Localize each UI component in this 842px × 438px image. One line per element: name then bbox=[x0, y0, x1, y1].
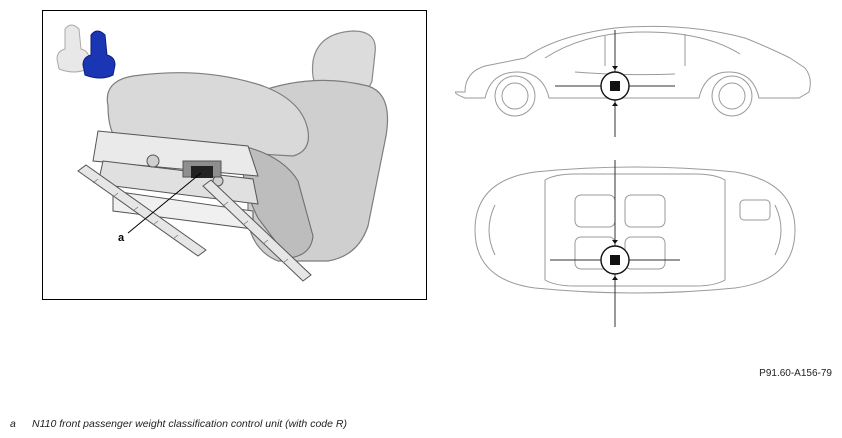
seat-rail-left bbox=[77, 164, 207, 257]
legend: a N110 front passenger weight classificat… bbox=[10, 418, 347, 430]
car-top-view bbox=[474, 160, 796, 327]
control-unit-n110 bbox=[191, 166, 213, 178]
car-side-view bbox=[455, 25, 811, 137]
legend-text: N110 front passenger weight classificati… bbox=[32, 418, 347, 430]
rail-detail bbox=[92, 178, 289, 264]
car-side-outline bbox=[455, 25, 811, 117]
car-top-outline bbox=[474, 166, 796, 294]
seat-rail-right bbox=[202, 179, 312, 282]
callout-leader-line bbox=[127, 172, 202, 234]
seat-illustration bbox=[56, 24, 389, 282]
target-marker-icon bbox=[550, 160, 680, 327]
legend-key: a bbox=[10, 418, 16, 430]
callout-label-a: a bbox=[118, 232, 125, 244]
seat-detail-panel: a bbox=[42, 10, 427, 300]
front-passenger-seat-icon bbox=[56, 24, 116, 79]
target-marker-icon bbox=[555, 30, 675, 137]
figure-id: P91.60-A156-79 bbox=[759, 368, 832, 379]
